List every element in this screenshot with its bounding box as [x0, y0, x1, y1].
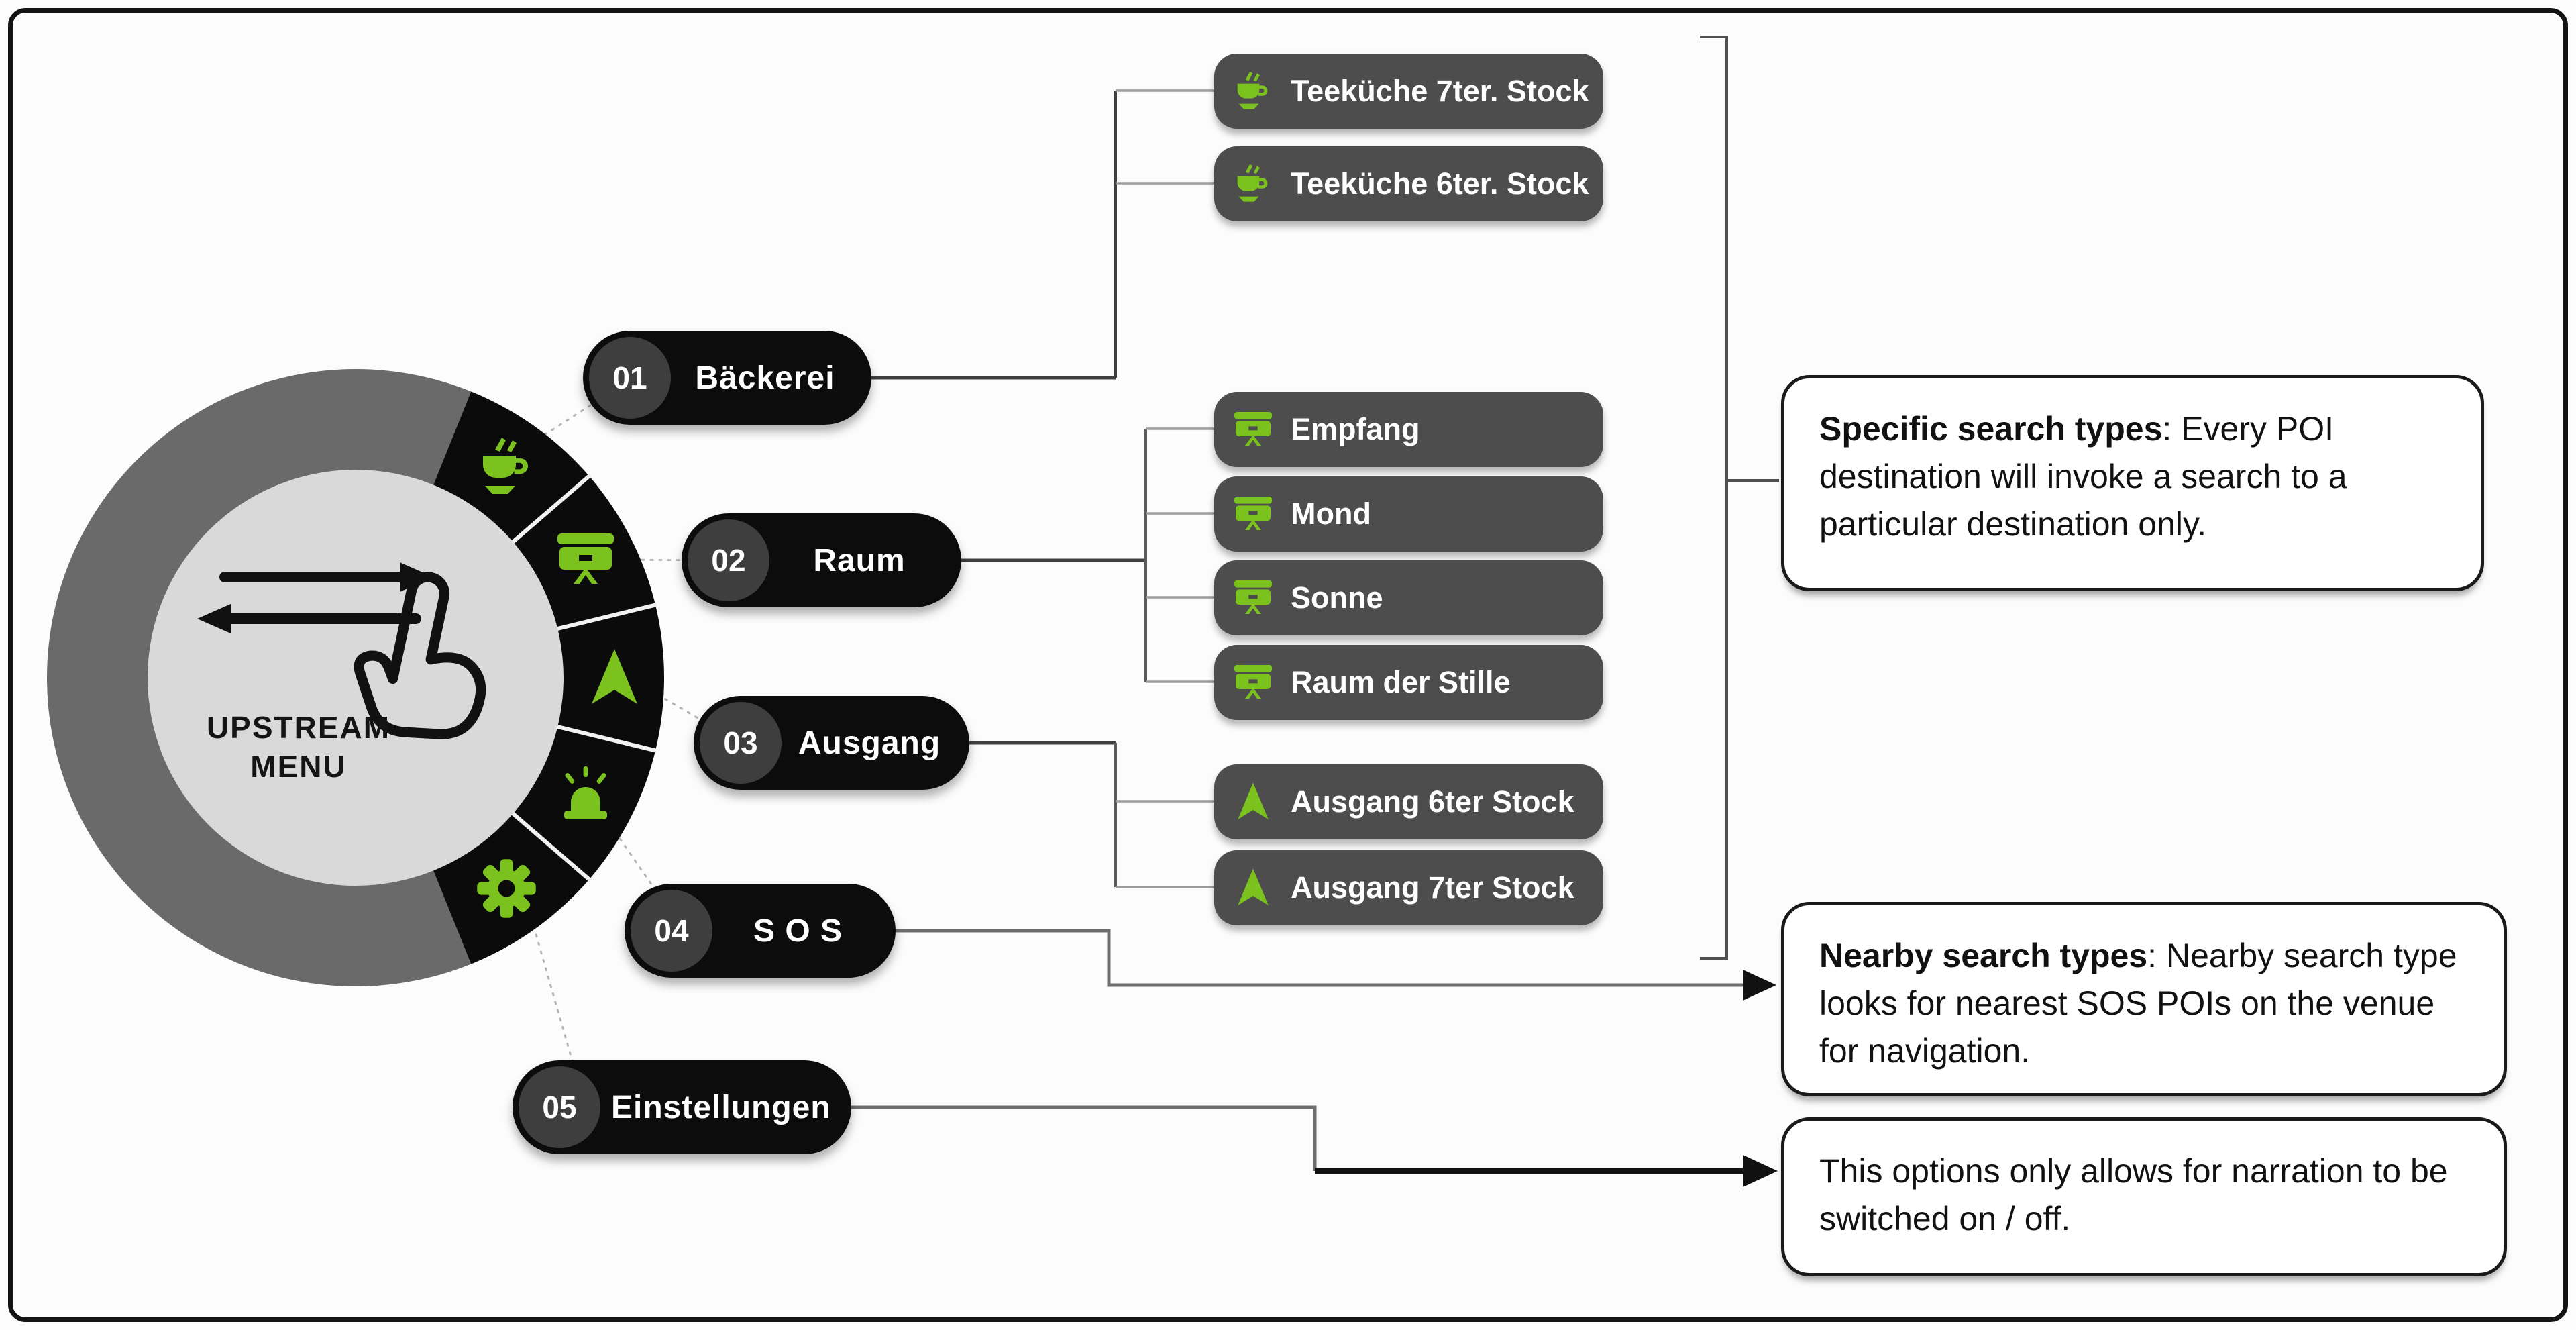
menu-item-label: Einstellungen	[611, 1089, 831, 1125]
note-text: : Nearby search type looks for nearest S…	[1819, 937, 2457, 1070]
destination-ausgang-7[interactable]: Ausgang 7ter Stock	[1214, 850, 1603, 925]
wheel-inner-circle	[148, 470, 564, 886]
destination-label: Teeküche 6ter. Stock	[1291, 166, 1589, 201]
note-specific-search: Specific search types: Every POI destina…	[1781, 375, 2484, 591]
destination-teekueche-7[interactable]: Teeküche 7ter. Stock	[1214, 54, 1603, 129]
destination-label: Mond	[1291, 497, 1371, 531]
screen-icon	[1232, 408, 1275, 451]
menu-item-label: Bäckerei	[695, 360, 835, 396]
tree-ausgang	[969, 741, 1214, 888]
destination-teekueche-6[interactable]: Teeküche 6ter. Stock	[1214, 146, 1603, 221]
menu-item-label: S O S	[753, 913, 843, 949]
screen-icon	[1232, 576, 1275, 619]
menu-item-label: Ausgang	[798, 725, 941, 761]
swipe-gesture-icon	[197, 562, 486, 739]
destination-label: Ausgang 6ter Stock	[1291, 784, 1574, 819]
screen-icon	[1232, 493, 1275, 535]
screen-icon	[1232, 661, 1275, 704]
wheel-center-label-line2: MENU	[250, 749, 346, 784]
destination-mond[interactable]: Mond	[1214, 476, 1603, 552]
note-bold-text: Specific search types	[1819, 410, 2163, 448]
upstream-menu-wheel: UPSTREAM MENU	[47, 369, 664, 986]
menu-item-baeckerei[interactable]: 01 Bäckerei	[583, 331, 871, 425]
destination-ausgang-6[interactable]: Ausgang 6ter Stock	[1214, 764, 1603, 839]
menu-item-label: Raum	[813, 542, 906, 578]
menu-number-badge: 02	[688, 519, 769, 601]
destination-label: Raum der Stille	[1291, 665, 1511, 699]
nav-arrow-icon	[1232, 866, 1275, 909]
menu-number-badge: 05	[519, 1066, 600, 1148]
connector-sos	[896, 929, 1776, 1001]
note-text: : Every POI destination will invoke a se…	[1819, 410, 2347, 543]
destination-sonne[interactable]: Sonne	[1214, 560, 1603, 635]
menu-number-badge: 01	[589, 337, 671, 419]
menu-item-raum[interactable]: 02 Raum	[682, 513, 961, 607]
destination-empfang[interactable]: Empfang	[1214, 392, 1603, 467]
note-text: This options only allows for narration t…	[1819, 1152, 2448, 1237]
wheel-gear-icon[interactable]	[477, 859, 536, 918]
destination-label: Sonne	[1291, 580, 1383, 615]
wheel-center-label-line1: UPSTREAM	[207, 710, 390, 745]
pointing-hand-icon	[354, 572, 486, 739]
menu-number-badge: 04	[631, 890, 712, 972]
group-bracket	[1700, 36, 1779, 960]
wheel-sector-gaps	[511, 473, 657, 882]
tree-baeckerei	[871, 89, 1214, 380]
note-nearby-search: Nearby search types: Nearby search type …	[1781, 902, 2507, 1096]
coffee-icon	[1232, 162, 1275, 205]
menu-number-badge: 03	[700, 702, 782, 784]
menu-item-ausgang[interactable]: 03 Ausgang	[694, 696, 969, 790]
destination-label: Ausgang 7ter Stock	[1291, 870, 1574, 905]
menu-item-sos[interactable]: 04 S O S	[625, 884, 896, 978]
note-narration-toggle: This options only allows for narration t…	[1781, 1117, 2507, 1276]
destination-label: Empfang	[1291, 412, 1420, 446]
destination-label: Teeküche 7ter. Stock	[1291, 74, 1589, 108]
destination-raum-der-stille[interactable]: Raum der Stille	[1214, 645, 1603, 720]
connector-einstellungen	[851, 1105, 1778, 1187]
menu-item-einstellungen[interactable]: 05 Einstellungen	[513, 1060, 851, 1154]
note-bold-text: Nearby search types	[1819, 937, 2148, 974]
nav-arrow-icon	[1232, 780, 1275, 823]
coffee-icon	[1232, 70, 1275, 113]
tree-raum	[961, 427, 1214, 683]
